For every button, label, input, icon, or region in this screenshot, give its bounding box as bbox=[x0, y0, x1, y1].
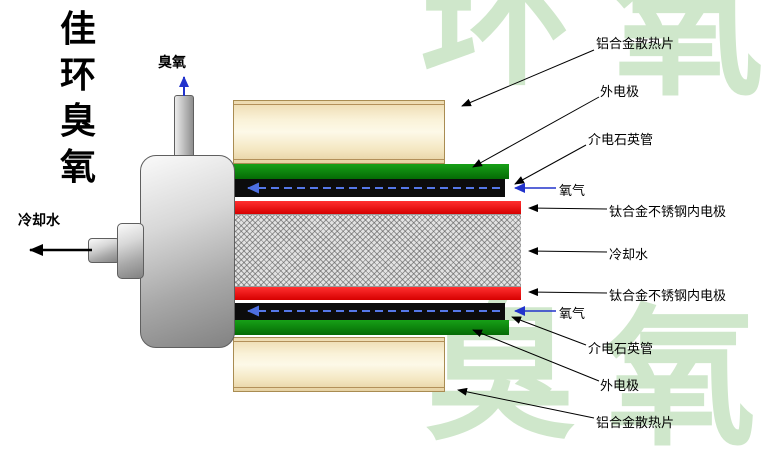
label-oxygen-bottom: 氧气 bbox=[559, 307, 586, 322]
label-outer-electrode-bottom: 外电极 bbox=[600, 379, 640, 394]
inner-electrode-top bbox=[233, 201, 521, 214]
end-cap-shaft bbox=[117, 223, 144, 279]
label-quartz-tube-bottom: 介电石英管 bbox=[588, 342, 654, 357]
leader-outer-electrode-top bbox=[472, 96, 600, 168]
label-inner-electrode-top: 钛合金不锈钢内电极 bbox=[609, 205, 727, 220]
ozone-outlet-label: 臭氧 bbox=[158, 55, 186, 71]
leader-quartz-top bbox=[514, 144, 587, 185]
leader-inner-electrode-top bbox=[528, 204, 608, 213]
inner-electrode-bottom bbox=[233, 287, 521, 300]
outer-electrode-top bbox=[233, 164, 509, 179]
label-aluminum-heatsink-top: 铝合金散热片 bbox=[596, 37, 675, 52]
label-oxygen-top: 氧气 bbox=[559, 184, 586, 199]
cooling-water-pipe bbox=[88, 238, 120, 263]
watermark-char: 氧 bbox=[604, 288, 756, 462]
label-cooling-water-right: 冷却水 bbox=[609, 248, 649, 263]
heatsink-top-block bbox=[233, 100, 445, 164]
dielectric-quartz-tube-bottom bbox=[233, 303, 505, 320]
ozone-outlet-pipe bbox=[174, 95, 194, 158]
end-cap-cylinder bbox=[140, 155, 235, 348]
cooling-water-core bbox=[233, 214, 521, 287]
title-char: 环 bbox=[59, 54, 96, 96]
label-aluminum-heatsink-bottom: 铝合金散热片 bbox=[596, 416, 675, 431]
page-title: 佳 环 臭 氧 bbox=[56, 6, 100, 190]
title-char: 佳 bbox=[59, 8, 96, 50]
outer-electrode-bottom bbox=[233, 320, 509, 335]
cooling-water-inlet-label: 冷却水 bbox=[18, 213, 60, 229]
watermark-char: 氧 bbox=[612, 0, 764, 117]
heatsink-bottom-block bbox=[233, 337, 445, 392]
dielectric-quartz-tube-top bbox=[233, 179, 505, 197]
watermark-char: 环 bbox=[420, 0, 572, 107]
label-outer-electrode-top: 外电极 bbox=[600, 85, 640, 100]
leader-cooling-water bbox=[528, 247, 608, 256]
label-inner-electrode-bottom: 钛合金不锈钢内电极 bbox=[609, 289, 727, 304]
title-char: 臭 bbox=[59, 100, 96, 142]
title-char: 氧 bbox=[59, 146, 96, 188]
label-quartz-tube-top: 介电石英管 bbox=[588, 133, 654, 148]
